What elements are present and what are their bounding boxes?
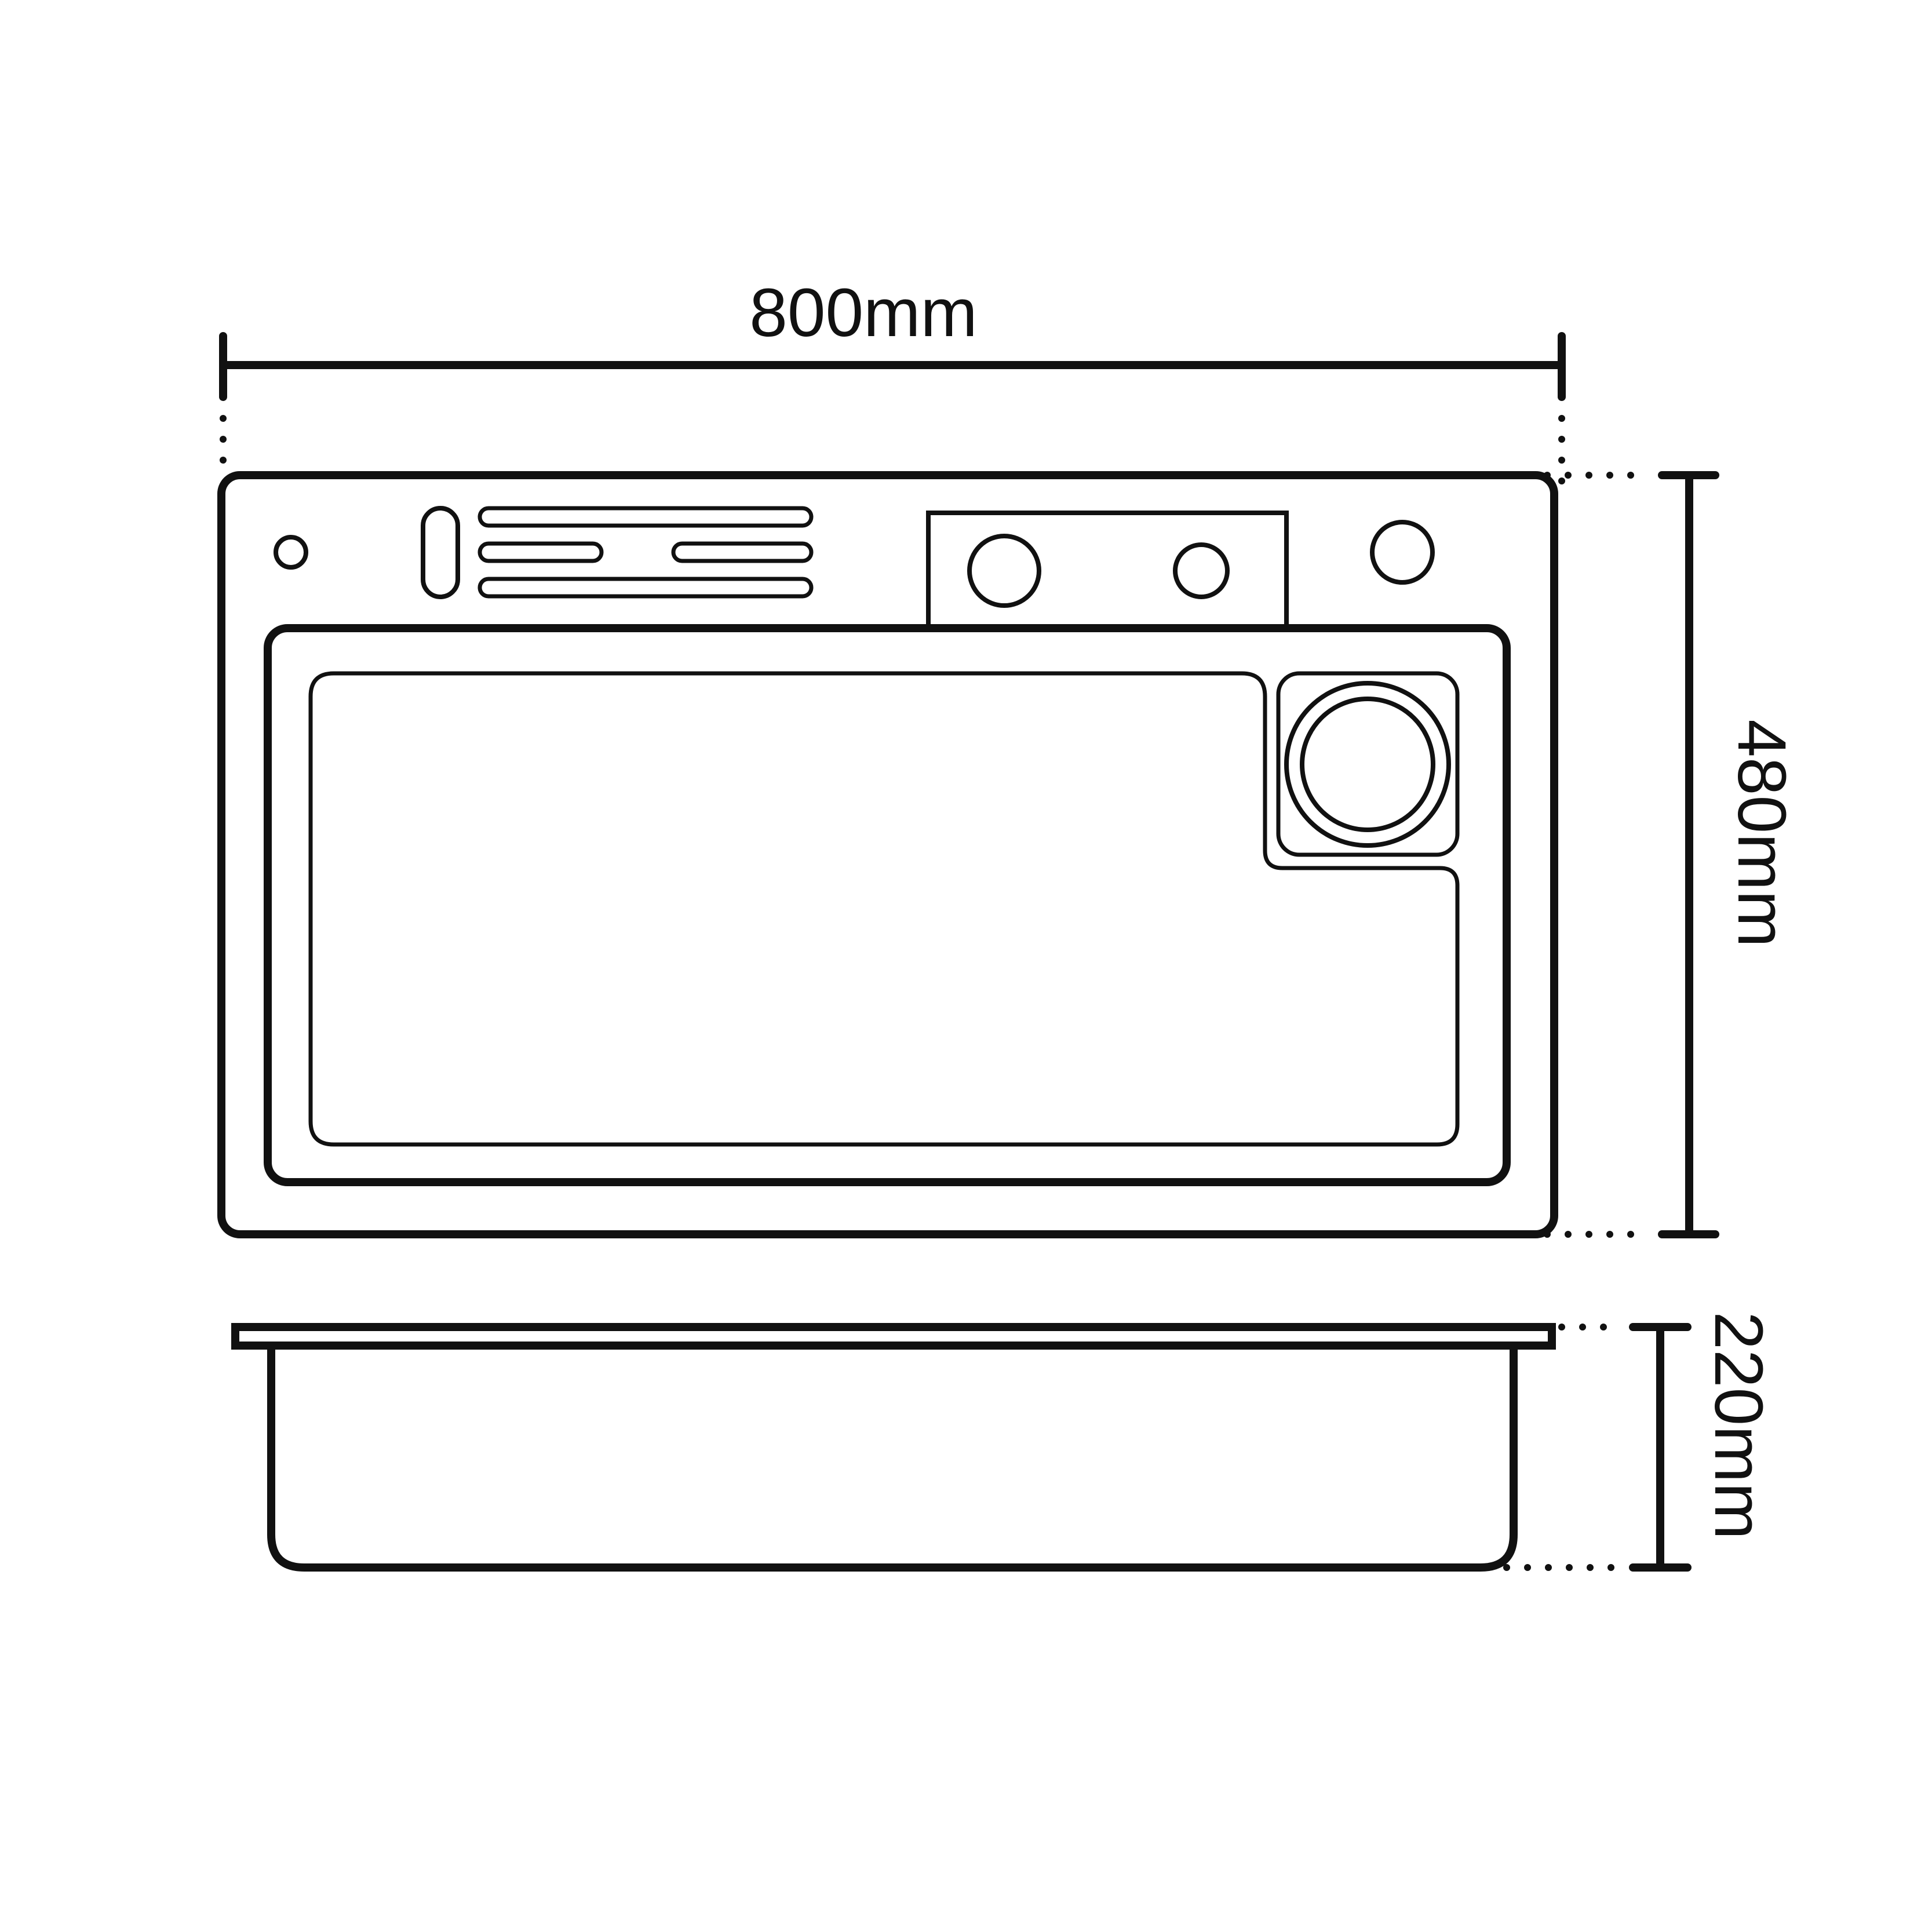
sink-top-view (217, 471, 1558, 1238)
width-label: 800mm (749, 275, 977, 351)
faucet-knob-large-icon (967, 534, 1041, 608)
drain-slot-bottom (477, 577, 814, 599)
faucet-hole-icon (1370, 520, 1435, 585)
drain-slot-middle-right (671, 541, 814, 563)
faucet-knob-small-icon (1173, 542, 1230, 599)
height-dimension (1503, 1323, 1692, 1572)
depth-label: 480mm (1723, 719, 1800, 947)
basin-inner-floor (308, 671, 1460, 1147)
side-view-bowl (267, 1347, 1518, 1572)
sink-outer-rim (217, 471, 1558, 1238)
drain-recess (1276, 671, 1460, 857)
waterfall-faucet-housing (926, 511, 1289, 627)
soap-dispenser-hole-icon (274, 535, 308, 570)
drain-outer-ring-icon (1284, 681, 1451, 848)
side-view-rim (231, 1323, 1556, 1350)
drain-strainer-icon (1300, 697, 1435, 832)
width-dimension (219, 332, 1566, 502)
sink-side-view (231, 1323, 1556, 1572)
basin-outer-edge (264, 624, 1511, 1186)
knife-slot-vertical (421, 506, 460, 599)
height-label: 220mm (1700, 1311, 1777, 1539)
drain-slot-top (477, 506, 814, 528)
drain-slot-middle-left (477, 541, 604, 563)
depth-dimension (1544, 471, 1719, 1238)
